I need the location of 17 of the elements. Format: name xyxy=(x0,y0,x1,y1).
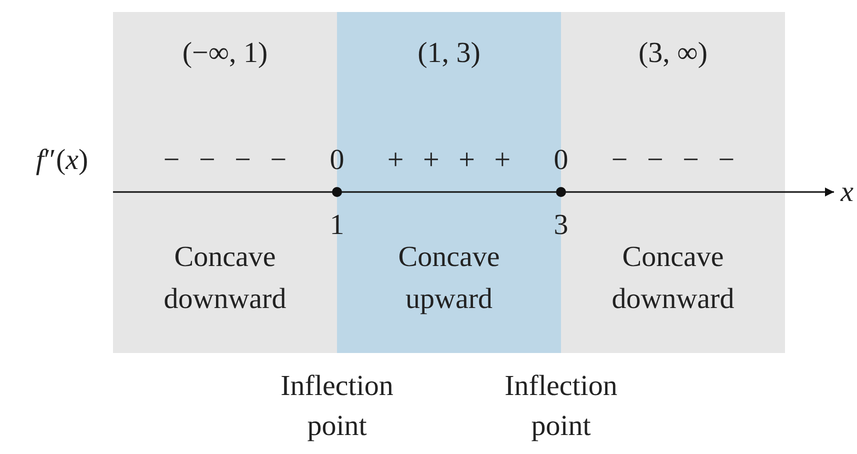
tick-label: 1 xyxy=(330,208,344,243)
interval-label: (3, ∞) xyxy=(638,36,708,71)
interval-label: (−∞, 1) xyxy=(181,36,269,71)
interval-label: (1, 3) xyxy=(416,36,482,71)
concavity-label: Concave downward xyxy=(162,240,288,317)
concavity-label: Concave downward xyxy=(610,240,736,317)
concavity-label: Concave upward xyxy=(397,240,501,317)
sign-label: − − − − xyxy=(611,143,735,178)
inflection-label: Inflection point xyxy=(280,369,394,444)
sign-label: 0 xyxy=(554,143,568,178)
sign-label: 0 xyxy=(330,143,344,178)
tick-label: 3 xyxy=(554,208,568,243)
function-label: f″(x) xyxy=(36,143,88,178)
inflection-label: Inflection point xyxy=(504,369,618,444)
axis-label: x xyxy=(840,175,854,210)
sign-label: − − − − xyxy=(163,143,287,178)
sign-label: + + + + xyxy=(387,143,511,178)
